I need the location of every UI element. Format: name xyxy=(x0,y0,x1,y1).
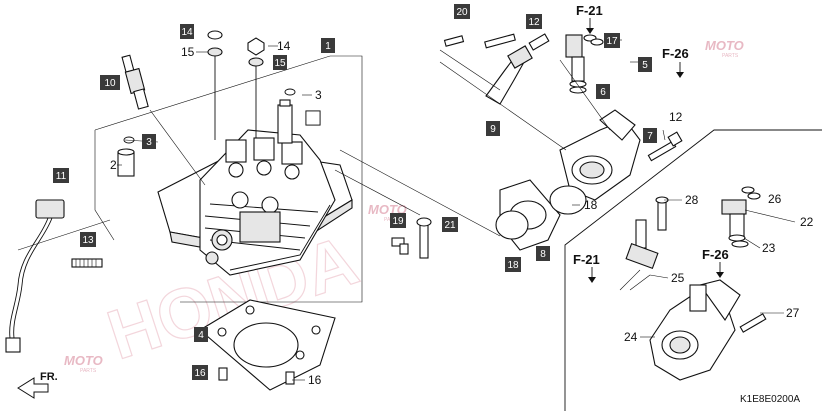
label-22: 22 xyxy=(800,215,814,229)
dowel-pins xyxy=(218,367,295,385)
ref-f26-right: F-26 xyxy=(702,247,729,262)
spark-plug xyxy=(121,54,206,186)
assembly-outline xyxy=(94,55,363,303)
svg-text:16: 16 xyxy=(194,368,206,379)
diagram-code: K1E8E0200A xyxy=(740,394,800,405)
cylinder-head-drawing xyxy=(71,129,353,276)
ref-f21-top: F-21 xyxy=(576,3,603,18)
svg-text:17: 17 xyxy=(606,36,618,47)
svg-text:PARTS: PARTS xyxy=(722,53,739,59)
intake-manifold xyxy=(559,109,683,201)
label-2: 2 xyxy=(110,158,117,172)
label-box-19: 19 xyxy=(390,213,406,228)
tps-right xyxy=(619,196,669,291)
label-15: 15 xyxy=(181,45,195,59)
reference-labels: F-21 F-26 F-21 F-26 xyxy=(573,3,729,267)
plain-labels: 15 14 3 2 16 12 18 28 26 22 23 25 27 24 xyxy=(110,39,814,387)
label-box-14: 14 xyxy=(180,24,194,39)
svg-text:14: 14 xyxy=(181,27,193,38)
svg-text:7: 7 xyxy=(647,131,653,142)
svg-text:1: 1 xyxy=(325,41,331,52)
label-18: 18 xyxy=(584,198,598,212)
front-label: FR. xyxy=(40,371,58,383)
sensor-arm xyxy=(439,33,567,151)
label-box-9: 9 xyxy=(486,121,500,136)
svg-text:MOTO: MOTO xyxy=(64,353,103,368)
svg-text:4: 4 xyxy=(198,330,204,341)
watermark-logo-bottom-left: MOTO PARTS xyxy=(64,353,103,374)
label-box-20: 20 xyxy=(454,4,470,19)
label-14: 14 xyxy=(277,39,291,53)
label-26: 26 xyxy=(768,192,782,206)
boxed-labels: 1 14 15 10 3 11 13 4 16 20 12 17 5 6 9 7… xyxy=(53,4,657,380)
svg-text:6: 6 xyxy=(600,87,606,98)
nuts-washers xyxy=(207,30,265,140)
right-section-frame xyxy=(564,129,822,411)
label-23: 23 xyxy=(762,241,776,255)
label-25: 25 xyxy=(671,271,685,285)
svg-text:15: 15 xyxy=(274,58,286,69)
svg-text:18: 18 xyxy=(507,260,519,271)
label-box-21: 21 xyxy=(442,217,458,232)
svg-text:5: 5 xyxy=(642,60,648,71)
label-box-13: 13 xyxy=(80,232,96,247)
label-box-12: 12 xyxy=(526,14,542,29)
injector-top xyxy=(559,34,611,131)
label-28: 28 xyxy=(685,193,699,207)
svg-text:11: 11 xyxy=(56,171,67,182)
svg-text:MOTO: MOTO xyxy=(705,38,744,53)
svg-text:20: 20 xyxy=(456,7,468,18)
label-24: 24 xyxy=(624,330,638,344)
watermark-logo-top-right: MOTO PARTS xyxy=(705,38,744,59)
label-12: 12 xyxy=(669,110,683,124)
svg-text:3: 3 xyxy=(146,137,152,148)
label-box-2-outline xyxy=(305,110,321,126)
label-27: 27 xyxy=(786,306,800,320)
svg-text:13: 13 xyxy=(82,235,94,246)
label-box-7: 7 xyxy=(643,128,657,143)
ref-f26-top: F-26 xyxy=(662,46,689,61)
svg-text:12: 12 xyxy=(528,17,540,28)
label-box-10: 10 xyxy=(100,75,120,90)
label-box-8: 8 xyxy=(536,246,550,261)
label-16: 16 xyxy=(308,373,322,387)
svg-text:21: 21 xyxy=(444,220,456,231)
label-box-1: 1 xyxy=(321,38,335,53)
reference-arrows xyxy=(586,18,724,283)
front-arrow: FR. xyxy=(17,371,58,399)
label-box-11: 11 xyxy=(53,168,69,183)
label-box-16: 16 xyxy=(192,365,208,380)
leader-lines xyxy=(117,39,796,381)
head-gasket xyxy=(199,299,336,391)
label-box-6: 6 xyxy=(596,84,610,99)
svg-text:9: 9 xyxy=(490,124,496,135)
svg-text:PARTS: PARTS xyxy=(80,368,97,374)
label-box-5: 5 xyxy=(638,57,652,72)
bolts-center xyxy=(334,149,501,259)
throttle-body-right xyxy=(649,279,767,381)
oxygen-sensor xyxy=(5,199,111,353)
svg-text:8: 8 xyxy=(540,249,546,260)
label-box-15: 15 xyxy=(273,55,287,70)
svg-text:10: 10 xyxy=(104,78,116,89)
label-box-3: 3 xyxy=(142,134,156,149)
label-3: 3 xyxy=(315,88,322,102)
label-box-17: 17 xyxy=(604,33,620,48)
label-box-4: 4 xyxy=(194,327,208,342)
label-box-18: 18 xyxy=(505,257,521,272)
svg-text:19: 19 xyxy=(392,216,404,227)
injector-right xyxy=(721,186,761,248)
ref-f21-right: F-21 xyxy=(573,252,600,267)
insulator xyxy=(495,179,587,251)
